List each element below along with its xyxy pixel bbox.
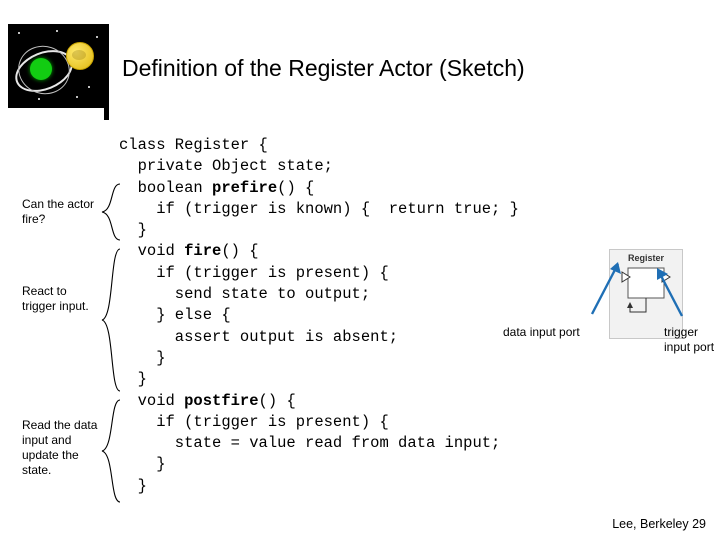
register-block-graphics bbox=[621, 267, 671, 313]
register-block-label: Register bbox=[627, 253, 664, 263]
trigger-input-port-label: trigger input port bbox=[664, 325, 715, 354]
logo-planet-icon bbox=[30, 58, 52, 80]
slide-footer: Lee, Berkeley 29 bbox=[612, 517, 706, 531]
brace-fire bbox=[101, 248, 121, 392]
brace-postfire bbox=[101, 399, 121, 503]
brace-prefire bbox=[101, 183, 121, 241]
method-name-prefire: prefire bbox=[212, 178, 278, 197]
code-line: if (trigger is present) { bbox=[119, 263, 389, 282]
code-line: class Register { bbox=[119, 136, 268, 154]
data-input-port-label: data input port bbox=[503, 325, 580, 339]
logo-star-icon bbox=[76, 96, 78, 98]
code-block: class Register { private Object state; b… bbox=[119, 135, 519, 497]
arrow-data-input bbox=[590, 262, 621, 315]
arrow-trigger-input bbox=[656, 268, 684, 317]
annotation-can-the-actor-fire: Can the actor fire? bbox=[22, 197, 95, 226]
logo-star-icon bbox=[96, 36, 98, 38]
method-name-postfire: postfire bbox=[184, 391, 259, 410]
annotation-read-data-input: Read the data input and update the state… bbox=[22, 418, 98, 477]
code-line: } else { bbox=[119, 306, 231, 325]
code-line: assert output is absent; bbox=[119, 327, 399, 346]
logo-star-icon bbox=[18, 32, 20, 34]
code-line: if (trigger is present) { bbox=[119, 412, 389, 431]
code-line: } bbox=[119, 348, 166, 367]
code-line: boolean prefire() { bbox=[119, 178, 315, 197]
code-line: } bbox=[119, 455, 166, 474]
logo-star-icon bbox=[38, 98, 40, 100]
logo-star-icon bbox=[88, 86, 90, 88]
code-line: private Object state; bbox=[119, 157, 333, 176]
code-line: } bbox=[119, 476, 147, 495]
method-name-fire: fire bbox=[184, 242, 222, 261]
annotation-react-to-trigger-input: React to trigger input. bbox=[22, 284, 89, 313]
code-line: if (trigger is known) { return true; } bbox=[119, 199, 519, 218]
code-line: } bbox=[119, 221, 147, 240]
page-title: Definition of the Register Actor (Sketch… bbox=[122, 55, 525, 81]
code-line: send state to output; bbox=[119, 285, 371, 304]
title-divider-bar bbox=[104, 24, 109, 120]
code-line: } bbox=[119, 370, 147, 389]
code-line: void postfire() { bbox=[119, 391, 296, 410]
logo-star-icon bbox=[56, 30, 58, 32]
ptolemy-logo bbox=[8, 24, 104, 108]
code-line: void fire() { bbox=[119, 242, 259, 261]
code-line: state = value read from data input; bbox=[119, 434, 501, 453]
logo-moon-icon bbox=[66, 42, 94, 70]
